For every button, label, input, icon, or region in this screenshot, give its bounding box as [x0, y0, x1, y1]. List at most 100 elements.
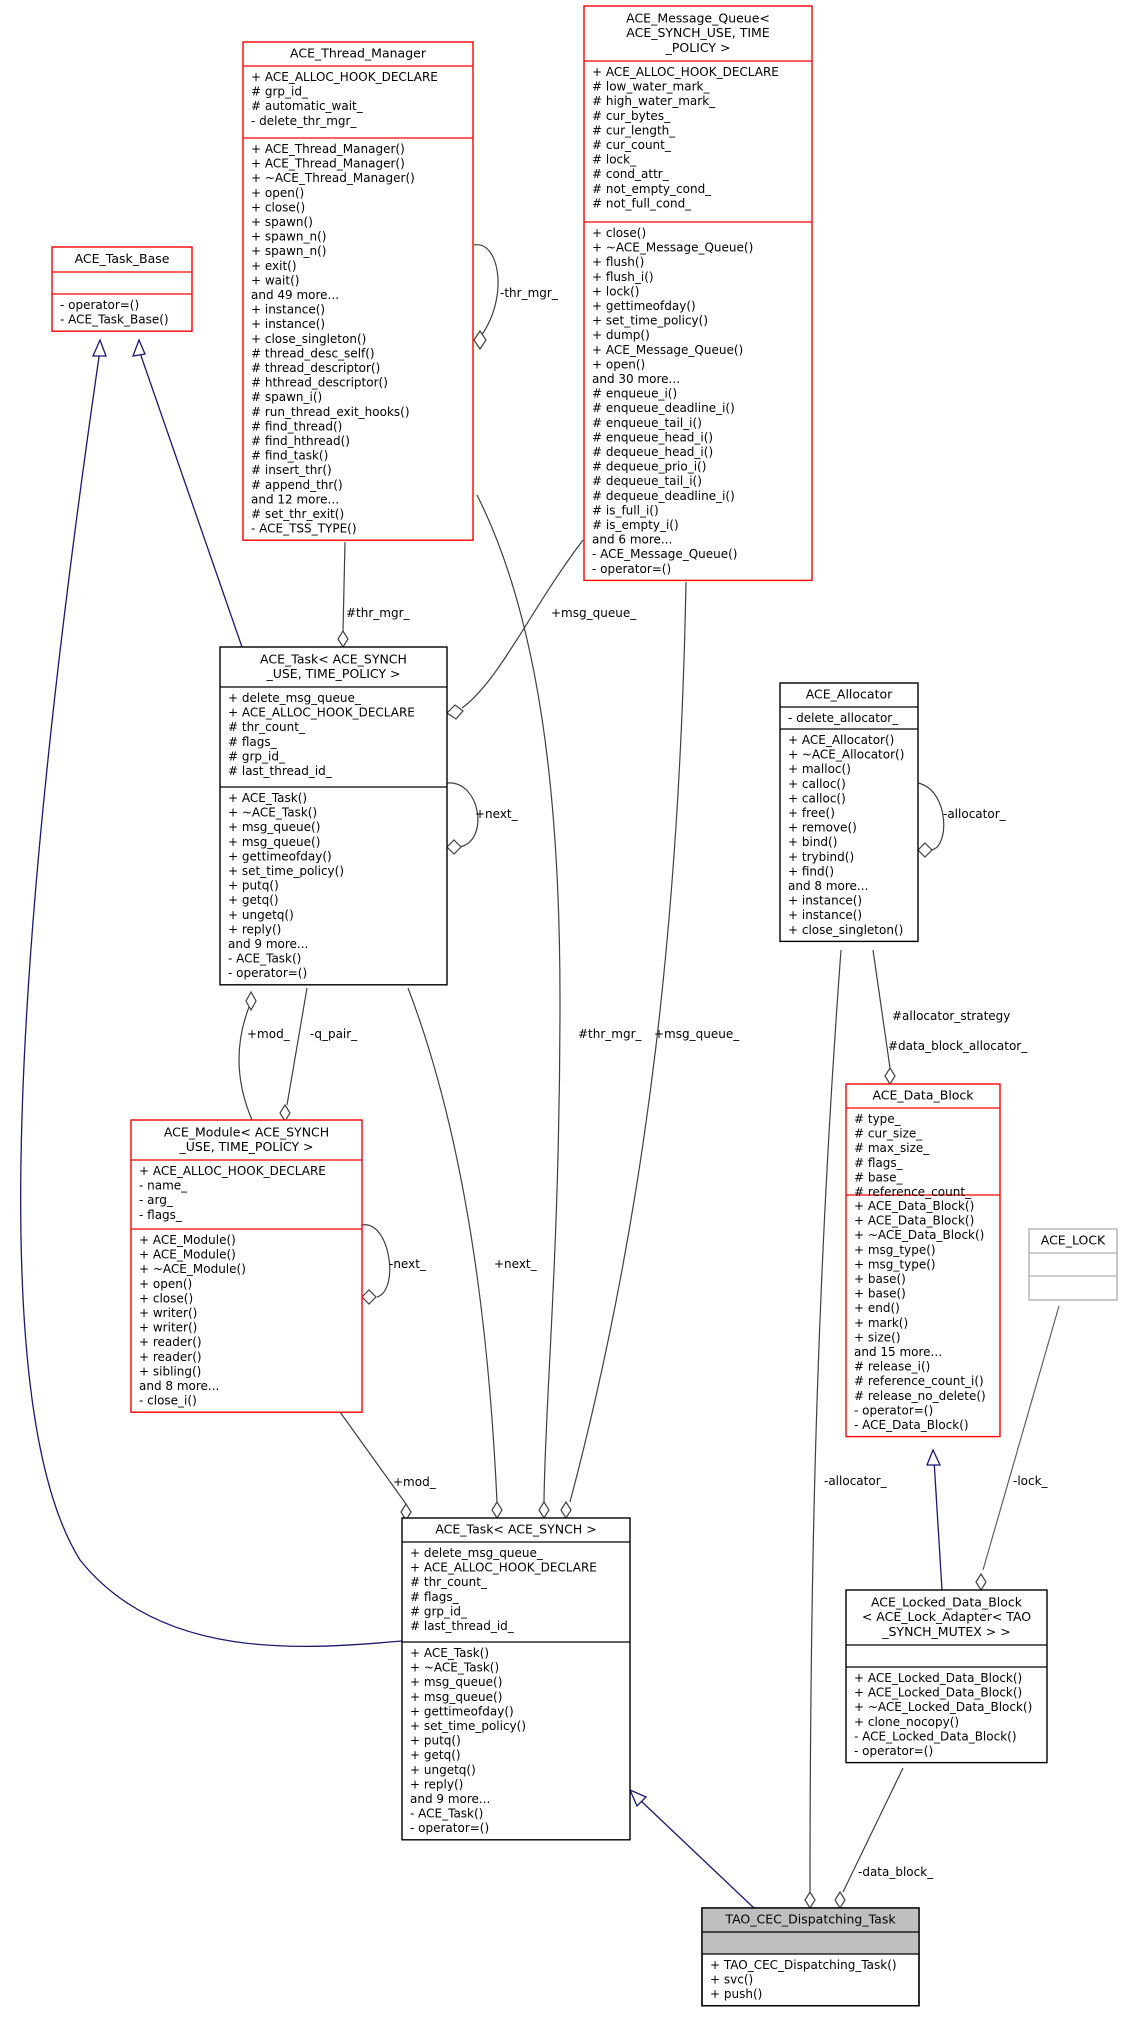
diamond-allocator-dispatching [804, 1890, 816, 1910]
edge-allocator-datablock [872, 949, 891, 1069]
class-node-task-base[interactable]: ACE_Task_Base- operator=()- ACE_Task_Bas… [51, 246, 193, 332]
class-method: # enqueue_i() [592, 387, 677, 401]
edge-allocator-self [917, 782, 945, 851]
label-task-next: +next_ [494, 1257, 538, 1271]
class-title: ACE_Locked_Data_Block [871, 1595, 1023, 1610]
diamond-tasksynch-next [491, 1500, 503, 1520]
class-node-dispatching-task[interactable]: TAO_CEC_Dispatching_Task+ TAO_CEC_Dispat… [701, 1907, 920, 2007]
class-method: # enqueue_head_i() [592, 430, 713, 444]
class-box [845, 1083, 1001, 1438]
class-node-task-synch[interactable]: ACE_Task< ACE_SYNCH >+ delete_msg_queue_… [401, 1517, 631, 1841]
diamond-module-qpair [279, 1103, 291, 1123]
edge-labels: -thr_mgr_ #thr_mgr_ +msg_queue_ +next_ -… [247, 286, 1049, 1879]
class-title: TAO_CEC_Dispatching_Task [724, 1912, 896, 1927]
class-method: + reader() [139, 1350, 202, 1364]
class-method: and 9 more... [228, 937, 308, 951]
class-method: # enqueue_tail_i() [592, 416, 702, 430]
class-method: + flush_i() [592, 270, 654, 284]
class-method: + ACE_Module() [139, 1248, 236, 1262]
class-attribute: # flags_ [854, 1156, 904, 1170]
class-method: - ACE_Data_Block() [854, 1418, 969, 1432]
label-thr-mgr-self: -thr_mgr_ [500, 286, 559, 300]
class-node-data-block[interactable]: ACE_Data_Block# type_# cur_size_# max_si… [845, 1083, 1001, 1438]
class-title: _USE, TIME_POLICY > [265, 666, 400, 681]
edge-threadmgr-self [473, 244, 499, 341]
class-method: # hthread_descriptor() [251, 376, 388, 390]
class-method: # dequeue_head_i() [592, 445, 713, 459]
edge-locked-dispatching [842, 1767, 904, 1893]
diamond-module-mod [245, 990, 257, 1012]
class-node-ace-lock[interactable]: ACE_LOCK [1028, 1228, 1118, 1301]
class-method: # set_thr_exit() [251, 507, 344, 521]
class-method: and 15 more... [854, 1345, 942, 1359]
diamond-threadmgr-self [473, 329, 487, 351]
class-method: + lock() [592, 284, 639, 298]
class-method: + close() [592, 226, 646, 240]
class-attribute: - flags_ [139, 1208, 183, 1222]
class-method: + msg_type() [854, 1257, 936, 1271]
class-method: # thread_desc_self() [251, 346, 375, 360]
diamond-msgqueue-tasksynch [560, 1500, 572, 1520]
class-method: + clone_nocopy() [854, 1715, 959, 1729]
class-method: - ACE_TSS_TYPE() [251, 522, 357, 536]
class-node-thread-manager[interactable]: ACE_Thread_Manager+ ACE_ALLOC_HOOK_DECLA… [242, 41, 474, 541]
edge-inherit-datablock-locked [933, 1459, 943, 1591]
class-attribute: # high_water_mark_ [592, 94, 716, 108]
class-attribute: # not_empty_cond_ [592, 182, 712, 196]
class-box [1028, 1228, 1118, 1301]
class-method: + spawn() [251, 215, 313, 229]
class-method: + open() [139, 1277, 192, 1291]
class-method: # is_empty_i() [592, 518, 679, 532]
arrowhead-taskbase-taskpolicy [131, 338, 146, 357]
class-node-locked-data-block[interactable]: ACE_Locked_Data_Block< ACE_Lock_Adapter<… [845, 1589, 1048, 1764]
class-method: and 8 more... [139, 1379, 219, 1393]
class-method: - operator=() [592, 562, 671, 576]
class-attribute: + delete_msg_queue_ [410, 1546, 544, 1560]
class-method: # append_thr() [251, 478, 343, 492]
class-node-message-queue[interactable]: ACE_Message_Queue<ACE_SYNCH_USE, TIME_PO… [583, 5, 813, 582]
class-method: + ACE_Allocator() [788, 733, 894, 747]
class-method: and 8 more... [788, 879, 868, 893]
class-method: + ACE_Data_Block() [854, 1199, 974, 1213]
class-method: # enqueue_deadline_i() [592, 401, 735, 415]
class-attribute: # cur_bytes_ [592, 109, 671, 123]
class-method: + open() [592, 357, 645, 371]
class-method: + ~ACE_Data_Block() [854, 1228, 984, 1242]
class-box [779, 682, 919, 943]
edge-taskpolicy-module-mod [238, 1001, 253, 1121]
class-method: + spawn_n() [251, 230, 326, 244]
class-method: + set_time_policy() [228, 864, 344, 878]
class-attribute: + ACE_ALLOC_HOOK_DECLARE [592, 65, 779, 79]
class-method: + ACE_Data_Block() [854, 1214, 974, 1228]
class-title: _USE, TIME_POLICY > [178, 1139, 313, 1154]
class-attribute: + ACE_ALLOC_HOOK_DECLARE [139, 1164, 326, 1178]
class-method: + bind() [788, 835, 837, 849]
class-method: + instance() [788, 894, 862, 908]
edge-module-self [361, 1224, 391, 1298]
class-method: + ~ACE_Allocator() [788, 748, 904, 762]
class-method: + reply() [410, 1777, 463, 1791]
edge-lock-locked [982, 1305, 1060, 1571]
class-method: and 30 more... [592, 372, 680, 386]
class-method: + putq() [228, 879, 279, 893]
class-method: + flush() [592, 255, 644, 269]
class-attribute: # cond_attr_ [592, 167, 670, 181]
class-attribute: # thr_count_ [228, 720, 306, 734]
class-box [130, 1119, 363, 1413]
class-attribute: # cur_count_ [592, 138, 672, 152]
class-method: # find_task() [251, 449, 328, 463]
class-node-task-policy[interactable]: ACE_Task< ACE_SYNCH_USE, TIME_POLICY >+ … [219, 646, 448, 986]
class-method: + remove() [788, 821, 857, 835]
class-method: # insert_thr() [251, 463, 332, 477]
class-attribute: # base_ [854, 1170, 903, 1184]
class-attribute: # type_ [854, 1112, 902, 1126]
edge-taskpolicy-module-qpair [286, 987, 308, 1106]
class-method: + instance() [251, 317, 325, 331]
class-method: # dequeue_deadline_i() [592, 489, 735, 503]
class-method: + getq() [410, 1748, 461, 1762]
class-attribute: - delete_thr_mgr_ [251, 114, 357, 128]
class-node-allocator[interactable]: ACE_Allocator- delete_allocator_+ ACE_Al… [779, 682, 919, 943]
class-node-module[interactable]: ACE_Module< ACE_SYNCH_USE, TIME_POLICY >… [130, 1119, 363, 1413]
class-attribute: # flags_ [228, 735, 278, 749]
class-method: + gettimeofday() [410, 1704, 514, 1718]
